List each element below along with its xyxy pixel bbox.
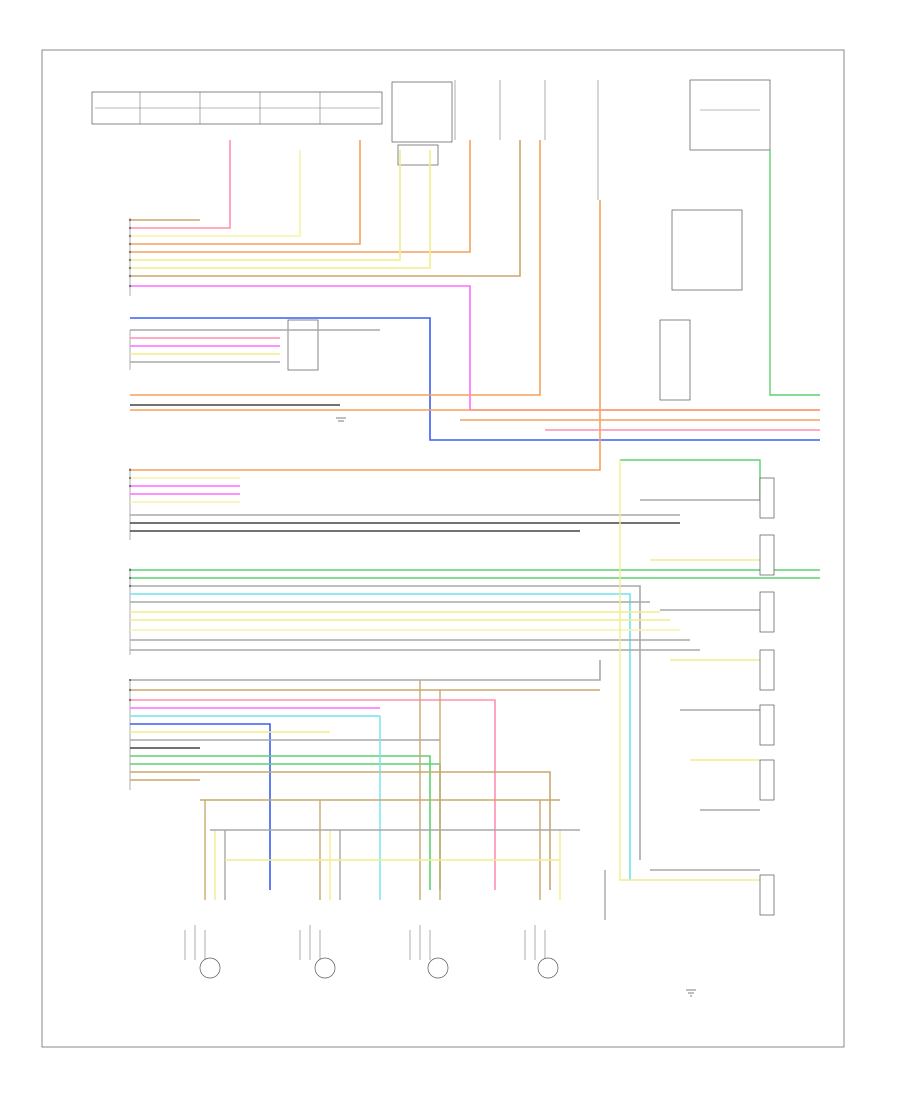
wire-harness bbox=[130, 140, 820, 890]
fuse-block-center bbox=[391, 81, 453, 166]
fuse-stacks bbox=[454, 80, 599, 200]
sensor-drops bbox=[200, 680, 606, 920]
sensor-3 bbox=[409, 925, 449, 979]
relay-right-top bbox=[659, 79, 771, 401]
actuator-6 bbox=[759, 759, 775, 801]
diagram-frame bbox=[41, 49, 845, 1048]
actuator-3 bbox=[759, 591, 775, 633]
bottom-sensors bbox=[184, 925, 559, 979]
underhood-fuse-block bbox=[91, 91, 383, 125]
actuator-4 bbox=[759, 649, 775, 691]
ground-symbols bbox=[336, 417, 696, 997]
right-actuator-harness bbox=[619, 150, 820, 881]
actuator-2 bbox=[759, 534, 775, 576]
sensor-1 bbox=[184, 925, 221, 979]
left-connector-block-2 bbox=[129, 319, 319, 371]
actuator-7 bbox=[759, 874, 775, 916]
actuator-5 bbox=[759, 704, 775, 746]
sensor-2 bbox=[299, 925, 336, 979]
connector-pins bbox=[129, 219, 131, 701]
right-actuators bbox=[759, 477, 775, 916]
sensor-4 bbox=[524, 925, 559, 979]
actuator-1 bbox=[759, 477, 775, 519]
